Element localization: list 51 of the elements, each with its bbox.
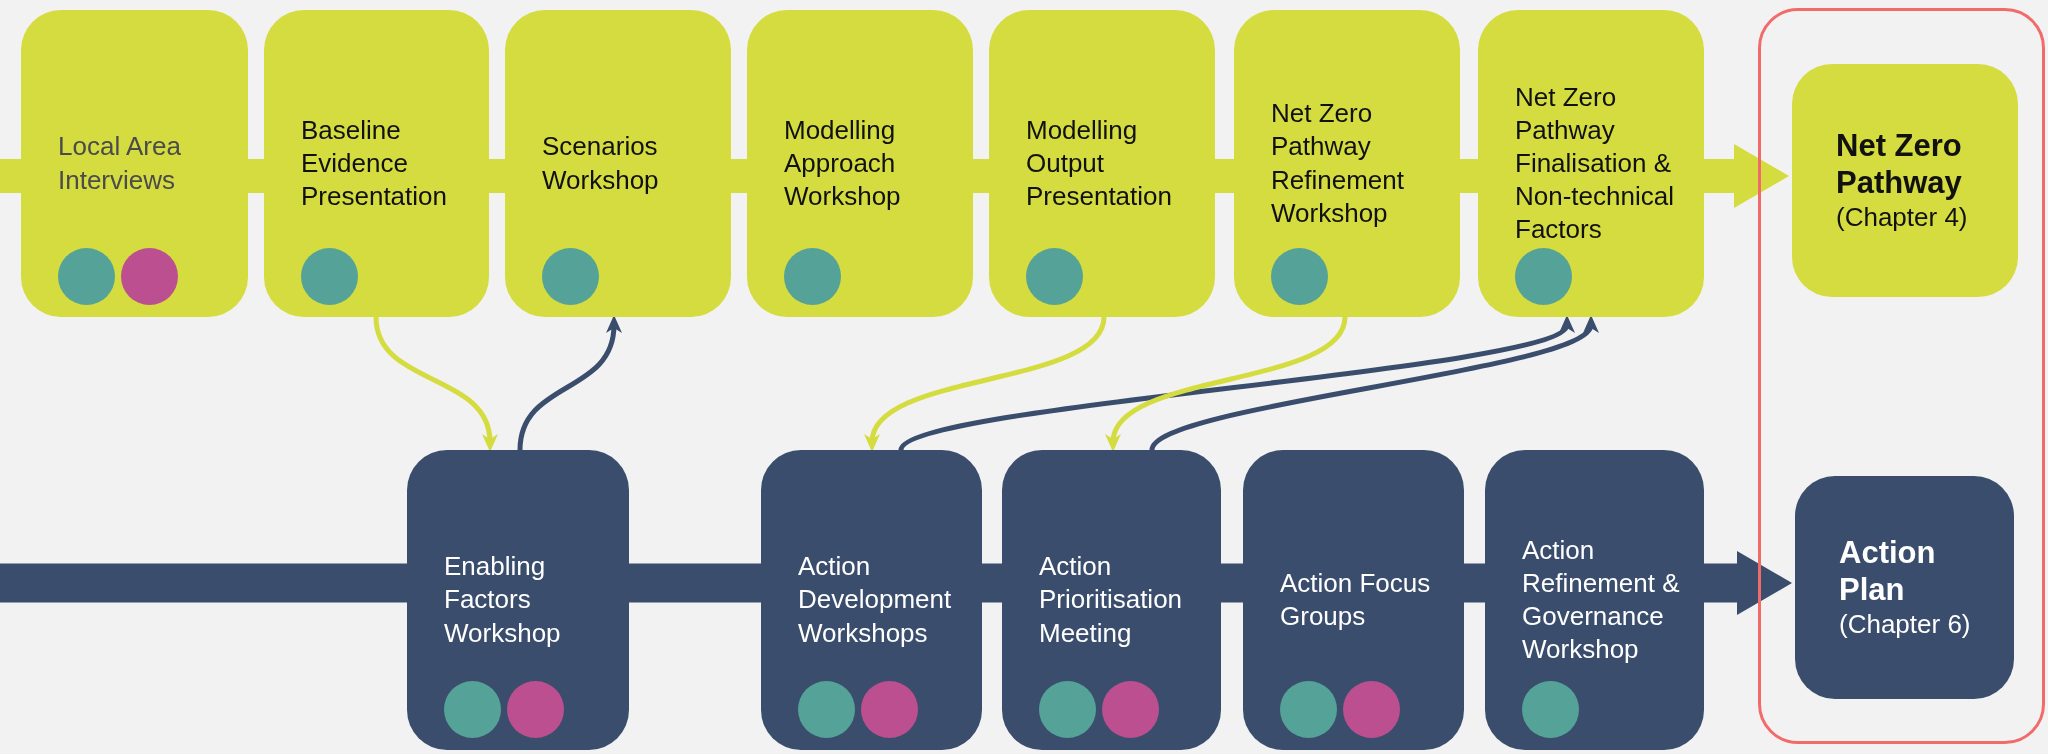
pathway-box bbox=[505, 10, 731, 317]
step-label: Modelling Approach Workshop bbox=[784, 113, 902, 213]
flow-arrow bbox=[1704, 144, 1789, 208]
chapter-reference: (Chapter 6) bbox=[1839, 608, 1972, 642]
flow-band bbox=[1464, 563, 1485, 603]
step-label: Modelling Output Presentation bbox=[1026, 113, 1173, 213]
step-label: Action Prioritisation Meeting bbox=[1039, 550, 1184, 650]
flow-band bbox=[0, 159, 21, 193]
flow-band bbox=[1215, 159, 1234, 193]
arrow bbox=[1107, 316, 1348, 452]
step-label: Net Zero Pathway Refinement Workshop bbox=[1271, 97, 1405, 230]
arrow bbox=[866, 316, 1107, 452]
step-label: Local Area Interviews bbox=[58, 130, 182, 197]
step-label: Enabling Factors Workshop bbox=[444, 550, 562, 650]
flow-band bbox=[629, 563, 761, 603]
action-box bbox=[761, 450, 982, 750]
pathway-box bbox=[1234, 10, 1460, 317]
arrow bbox=[373, 316, 497, 452]
action-box bbox=[407, 450, 629, 750]
flow-band bbox=[489, 159, 505, 193]
step-label: Action Refinement & Governance Workshop bbox=[1522, 533, 1681, 666]
outcome-title: Net Zero Pathway bbox=[1836, 126, 1963, 202]
pathway-box bbox=[264, 10, 489, 317]
arrow bbox=[899, 318, 1575, 452]
pathway-box bbox=[21, 10, 248, 317]
step-label: Net Zero Pathway Finalisation & Non-technical Factors bbox=[1515, 80, 1675, 246]
action-box bbox=[1485, 450, 1704, 750]
pathway-box bbox=[1792, 64, 2018, 297]
flow-band bbox=[0, 563, 407, 603]
flow-band bbox=[248, 159, 264, 193]
flow-band bbox=[1460, 159, 1478, 193]
flow-band bbox=[973, 159, 989, 193]
step-label: Action Development Workshops bbox=[798, 550, 953, 650]
action-box bbox=[1243, 450, 1464, 750]
group-frame bbox=[1758, 8, 2045, 744]
pathway-box bbox=[1478, 10, 1704, 317]
flow-arrow bbox=[1704, 551, 1792, 615]
arrow bbox=[1150, 317, 1598, 452]
action-box bbox=[1002, 450, 1221, 750]
flow-band bbox=[731, 159, 747, 193]
arrow bbox=[517, 315, 621, 451]
step-label: Baseline Evidence Presentation bbox=[301, 113, 448, 213]
outcome-title: Action Plan bbox=[1839, 533, 1937, 609]
flow-band bbox=[1221, 563, 1243, 603]
pathway-box bbox=[747, 10, 973, 317]
pathway-box bbox=[989, 10, 1215, 317]
action-box bbox=[1795, 476, 2014, 699]
step-label: Action Focus Groups bbox=[1280, 567, 1432, 633]
flow-band bbox=[982, 563, 1002, 603]
chapter-reference: (Chapter 4) bbox=[1836, 201, 1969, 235]
step-label: Scenarios Workshop bbox=[542, 130, 660, 197]
